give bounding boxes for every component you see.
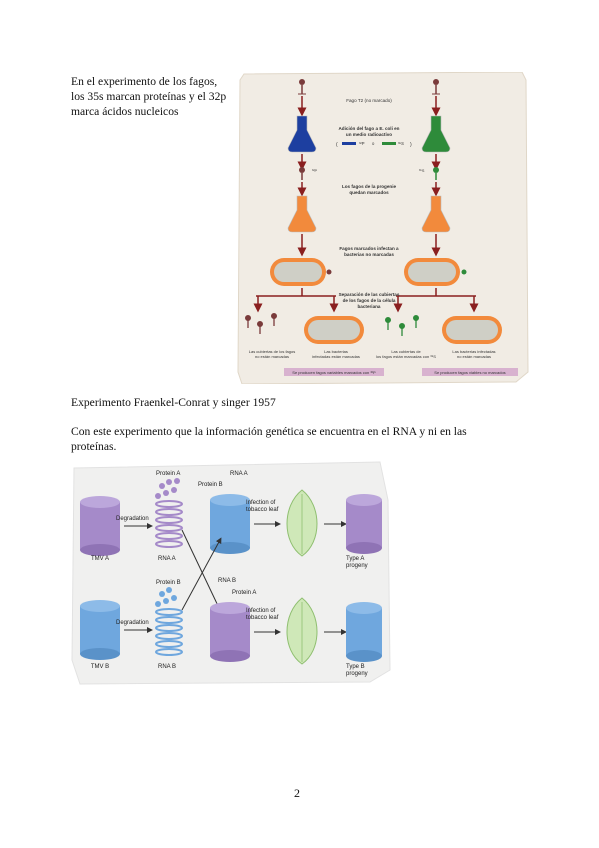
svg-text:Se producen fagos variables ma: Se producen fagos variables marcados con… xyxy=(292,370,376,375)
svg-text:progeny: progeny xyxy=(346,671,368,677)
type-b-progeny-cylinder xyxy=(346,602,382,662)
orange-flask-left xyxy=(287,195,317,233)
label-progeny-2: quedan marcados xyxy=(349,190,389,195)
section-heading: Experimento Fraenkel-Conrat y singer 195… xyxy=(71,396,276,409)
label-sep-1: Separación de las cubiertas xyxy=(339,292,400,297)
label-sep-2: de los fagos de la célula xyxy=(343,298,396,303)
svg-text:Infection of: Infection of xyxy=(246,608,276,614)
svg-text:Degradation: Degradation xyxy=(116,620,149,626)
svg-text:Type B: Type B xyxy=(346,664,365,670)
svg-text:(: ( xyxy=(336,142,338,148)
label-32p: ³²P xyxy=(359,141,365,146)
svg-text:Las bacterias: Las bacterias xyxy=(324,349,348,354)
tmv-b-cylinder xyxy=(80,600,120,660)
svg-text:TMV A: TMV A xyxy=(91,556,109,562)
svg-text:³⁵S: ³⁵S xyxy=(419,169,425,173)
svg-text:Protein B: Protein B xyxy=(156,580,181,586)
svg-text:RNA A: RNA A xyxy=(230,471,248,477)
phage-icon xyxy=(432,79,440,95)
green-flask xyxy=(421,115,451,153)
svg-text:Las bacterias infectadas: Las bacterias infectadas xyxy=(452,349,495,354)
hybrid-top-cylinder xyxy=(210,494,250,554)
blue-flask xyxy=(287,115,317,153)
svg-text:no están marcadas: no están marcadas xyxy=(255,354,289,359)
svg-text:tobacco leaf: tobacco leaf xyxy=(246,615,279,621)
svg-text:³²P: ³²P xyxy=(312,169,318,173)
svg-text:Protein A: Protein A xyxy=(156,471,180,477)
svg-text:RNA B: RNA B xyxy=(158,664,176,670)
svg-text:Infection of: Infection of xyxy=(246,500,276,506)
label-infect-1: Fagos marcados infectan a xyxy=(339,246,399,251)
protein-b-subunits xyxy=(155,587,177,607)
svg-text:Se producen fagos viables no m: Se producen fagos viables no marcados xyxy=(434,370,505,375)
phage-icon xyxy=(298,79,306,95)
svg-text:): ) xyxy=(410,142,412,148)
svg-text:infectadas están marcadas: infectadas están marcadas xyxy=(312,354,360,359)
phage-experiment-figure: Fago T2 (no marcado) Adición del fago a … xyxy=(236,71,530,385)
svg-text:Protein B: Protein B xyxy=(198,482,223,488)
rna-a-helix xyxy=(155,500,183,548)
label-progeny-1: Los fagos de la progenie xyxy=(342,184,397,189)
label-add-2: un medio radioactivo xyxy=(346,132,392,137)
page-number: 2 xyxy=(294,786,300,800)
label-35s: ³⁵S xyxy=(398,141,404,146)
label-phage: Fago T2 (no marcado) xyxy=(346,98,392,103)
svg-text:Type A: Type A xyxy=(346,556,364,562)
svg-text:Protein A: Protein A xyxy=(232,590,256,596)
svg-text:Las cubiertas de: Las cubiertas de xyxy=(391,349,421,354)
result-bar-right xyxy=(422,368,518,376)
rna-b-helix xyxy=(155,608,183,656)
label-add-1: Adición del fago a E. coli en xyxy=(338,126,399,131)
svg-text:Las cubiertas de los fagos: Las cubiertas de los fagos xyxy=(249,349,295,354)
svg-text:los fagos están marcadas con ³: los fagos están marcadas con ³⁵S xyxy=(376,354,436,359)
intro-text: En el experimento de los fagos, los 35s … xyxy=(71,75,227,118)
svg-text:no están marcadas: no están marcadas xyxy=(457,354,491,359)
type-a-progeny-cylinder xyxy=(346,494,382,554)
tmv-experiment-figure: Degradation Protein A RNA A TMV A RNA A … xyxy=(70,460,392,685)
section-paragraph: Con este experimento que la información … xyxy=(71,425,467,453)
svg-text:TMV B: TMV B xyxy=(91,664,109,670)
svg-text:RNA A: RNA A xyxy=(158,556,176,562)
svg-text:progeny: progeny xyxy=(346,563,368,569)
svg-text:o: o xyxy=(372,141,375,146)
svg-text:Degradation: Degradation xyxy=(116,516,149,522)
svg-text:RNA B: RNA B xyxy=(218,578,236,584)
phage-coats-left xyxy=(245,313,277,334)
label-sep-3: bacteriana xyxy=(358,304,381,309)
label-infect-2: bacterias no marcadas xyxy=(344,252,394,257)
phage-coats-right xyxy=(385,315,419,336)
result-bar-left xyxy=(284,368,384,376)
svg-text:tobacco leaf: tobacco leaf xyxy=(246,507,279,513)
protein-a-subunits xyxy=(155,478,180,499)
tmv-a-cylinder xyxy=(80,496,120,556)
hybrid-bottom-cylinder xyxy=(210,602,250,662)
orange-flask-right xyxy=(421,195,451,233)
